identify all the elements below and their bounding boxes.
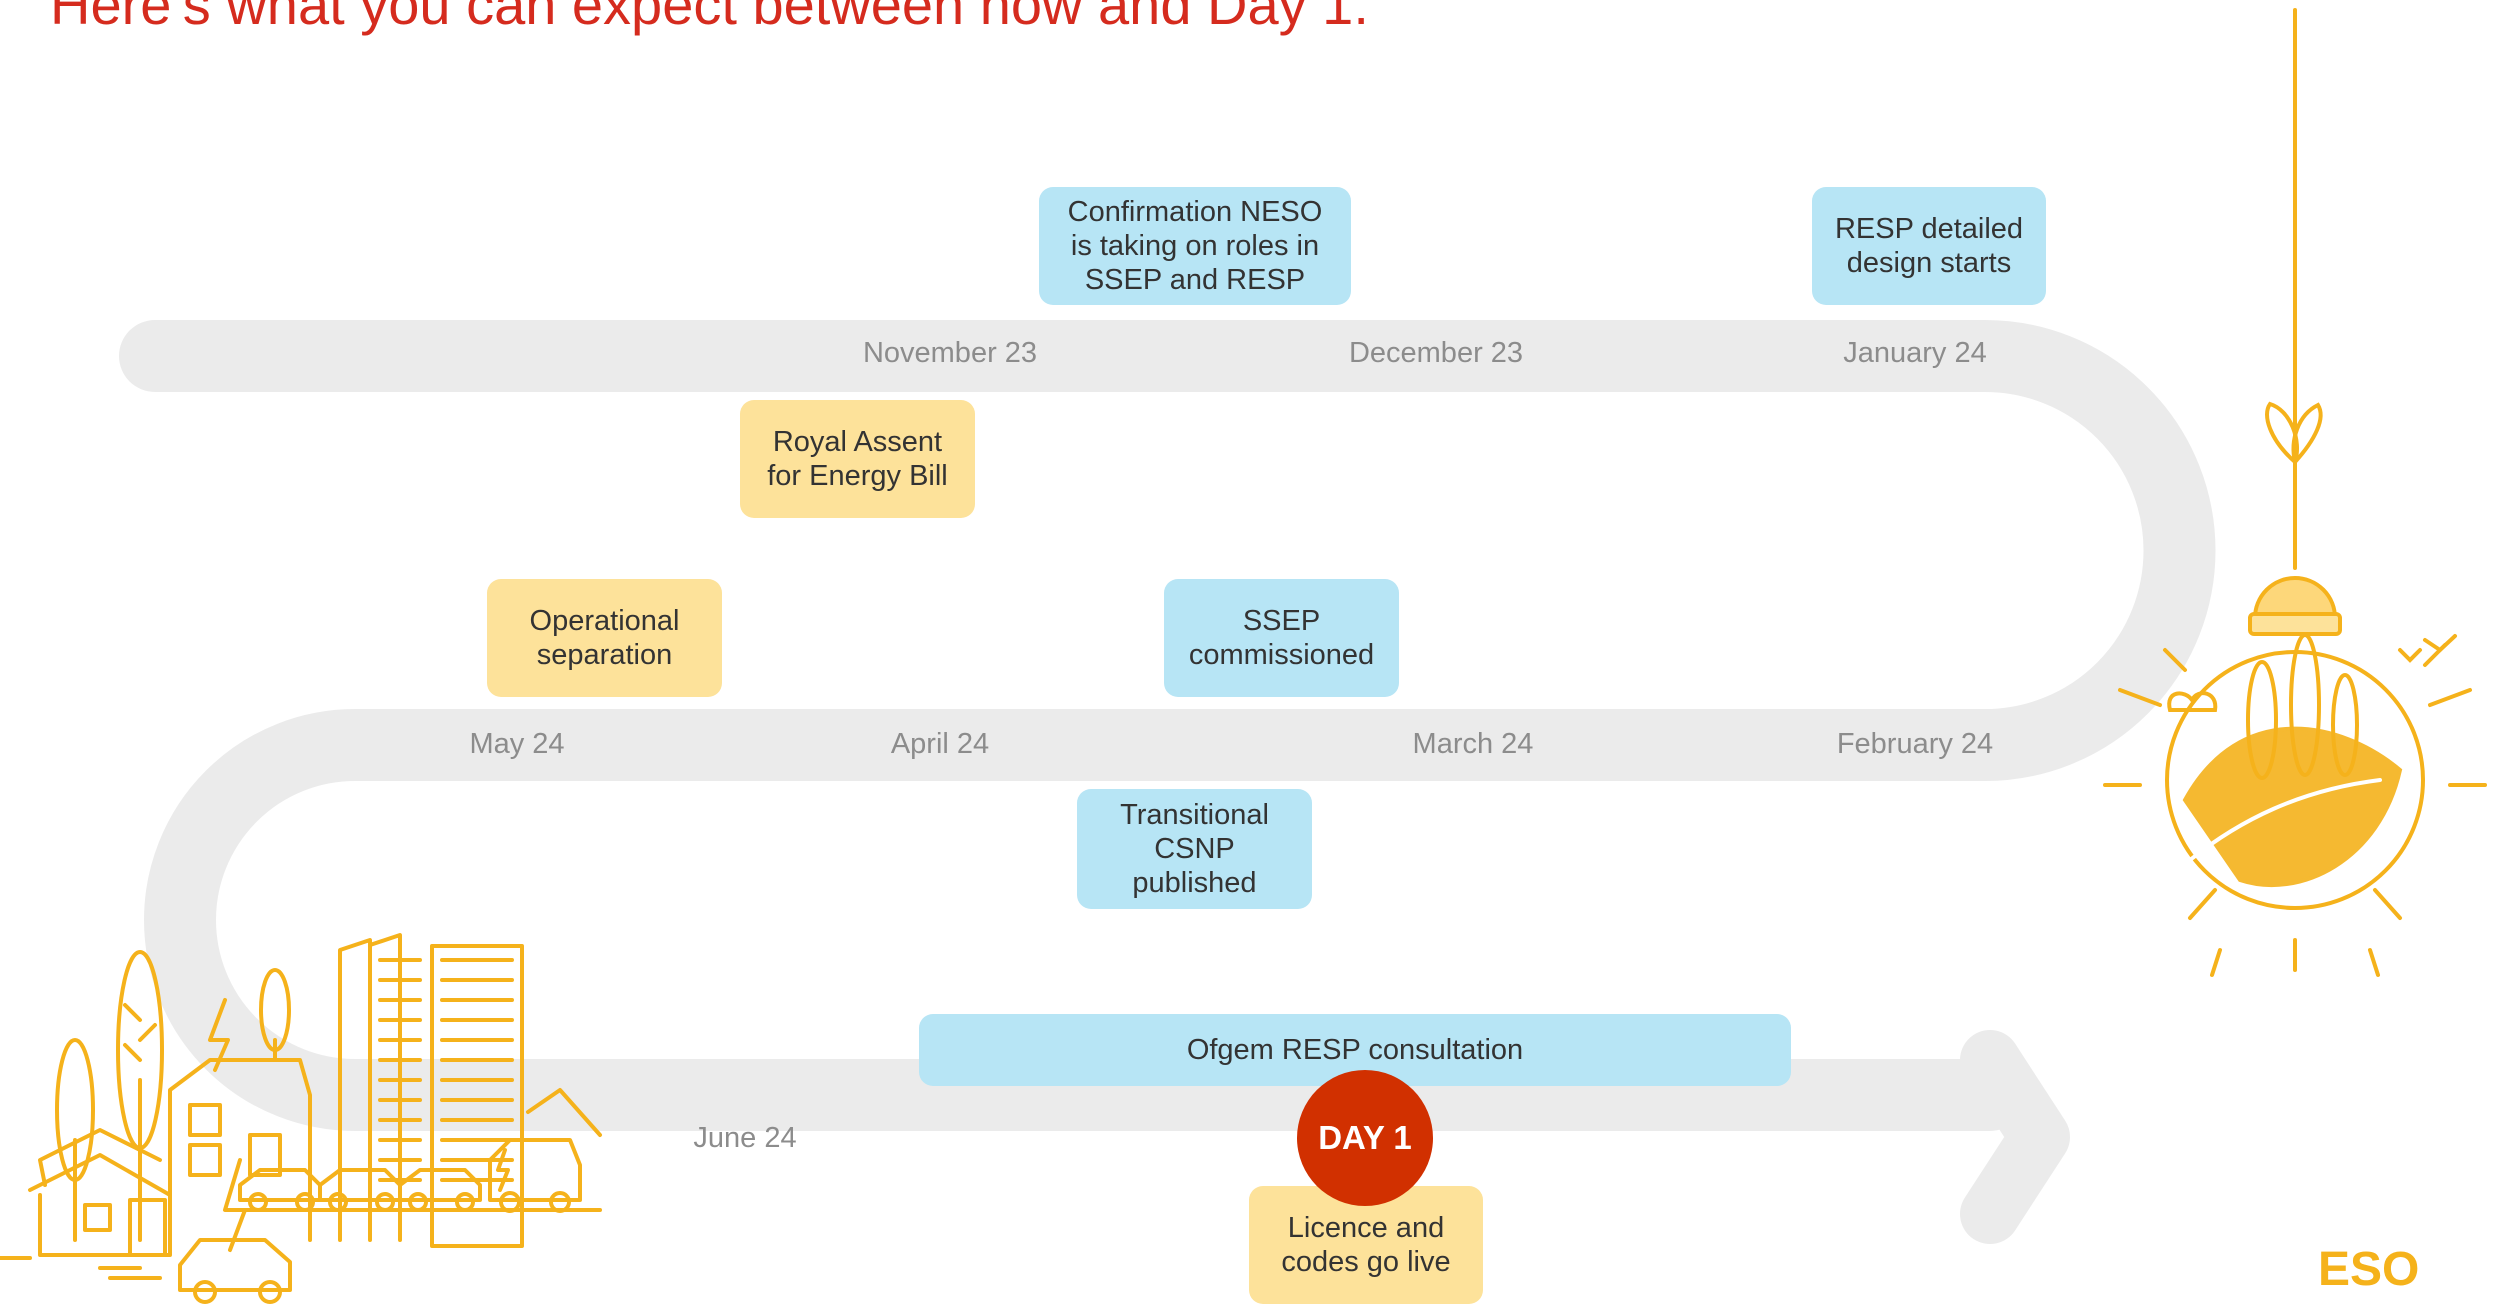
month-label-march-24: March 24 <box>1412 728 1534 760</box>
city-icon <box>0 933 602 1304</box>
milestone-confirmation-neso: Confirmation NESO is taking on roles in … <box>1039 187 1351 305</box>
milestone-operational-separation: Operational separation <box>487 579 722 697</box>
eso-logo: ESO <box>2318 1243 2420 1296</box>
milestone-licence-codes-live: Licence and codes go live <box>1249 1186 1483 1304</box>
month-label-june-24: June 24 <box>693 1122 797 1154</box>
month-label-december-23: December 23 <box>1348 337 1524 369</box>
milestone-ofgem-resp-consultation: Ofgem RESP consultation <box>919 1014 1791 1086</box>
month-label-may-24: May 24 <box>469 728 565 760</box>
milestone-ssep-commissioned: SSEP commissioned <box>1164 579 1399 697</box>
milestone-transitional-csnp: Transitional CSNP published <box>1077 789 1312 909</box>
milestone-royal-assent: Royal Assent for Energy Bill <box>740 400 975 518</box>
arrow-head-icon <box>1960 1030 2070 1244</box>
page-title: Here’s what you can expect between now a… <box>50 0 1369 36</box>
milestone-resp-design-starts: RESP detailed design starts <box>1812 187 2046 305</box>
month-label-february-24: February 24 <box>1836 728 1994 760</box>
month-label-january-24: January 24 <box>1843 337 1987 369</box>
month-label-november-23: November 23 <box>862 337 1038 369</box>
month-label-april-24: April 24 <box>890 728 990 760</box>
lightbulb-icon <box>2103 8 2487 977</box>
day-1-marker: DAY 1 <box>1297 1070 1433 1206</box>
